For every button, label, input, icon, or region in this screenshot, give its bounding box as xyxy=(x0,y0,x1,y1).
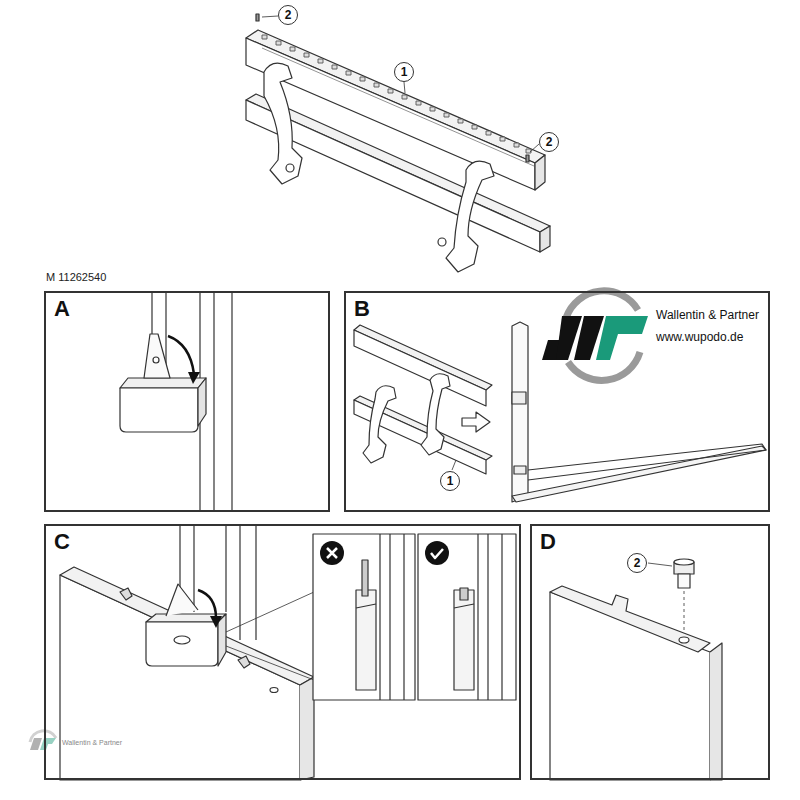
callout-number: 2 xyxy=(546,136,553,148)
callout-number: 2 xyxy=(285,9,292,21)
step-panel: D2 xyxy=(530,524,770,780)
callout-circle: 2 xyxy=(539,132,559,152)
callout-circle: 2 xyxy=(278,5,298,25)
beam-end-screw xyxy=(550,559,722,780)
callout-circle: 1 xyxy=(394,62,414,82)
step-letter: B xyxy=(354,297,370,321)
callout-number: 1 xyxy=(401,66,408,78)
callout-circle: 1 xyxy=(440,471,460,491)
callout-number: 1 xyxy=(447,475,454,487)
watermark-logo xyxy=(30,731,56,750)
step-panel: A xyxy=(44,291,330,512)
beam-latch-closed xyxy=(60,526,516,780)
company-url: www.wupodo.de xyxy=(656,331,743,345)
watermark: Wallentin & Partner xyxy=(62,739,122,747)
mast-latch-open xyxy=(120,293,232,510)
step-panel: B1 xyxy=(344,291,770,512)
company-name: Wallentin & Partner xyxy=(656,309,759,323)
callout-circle: 2 xyxy=(627,553,647,573)
company-logo xyxy=(542,291,648,381)
step-letter: C xyxy=(54,530,70,554)
step-letter: D xyxy=(540,530,556,554)
step-letter: A xyxy=(54,297,70,321)
fork-carriage-assembly xyxy=(246,14,550,272)
callout-number: 2 xyxy=(634,557,641,569)
part-number: M 11262540 xyxy=(46,271,106,284)
